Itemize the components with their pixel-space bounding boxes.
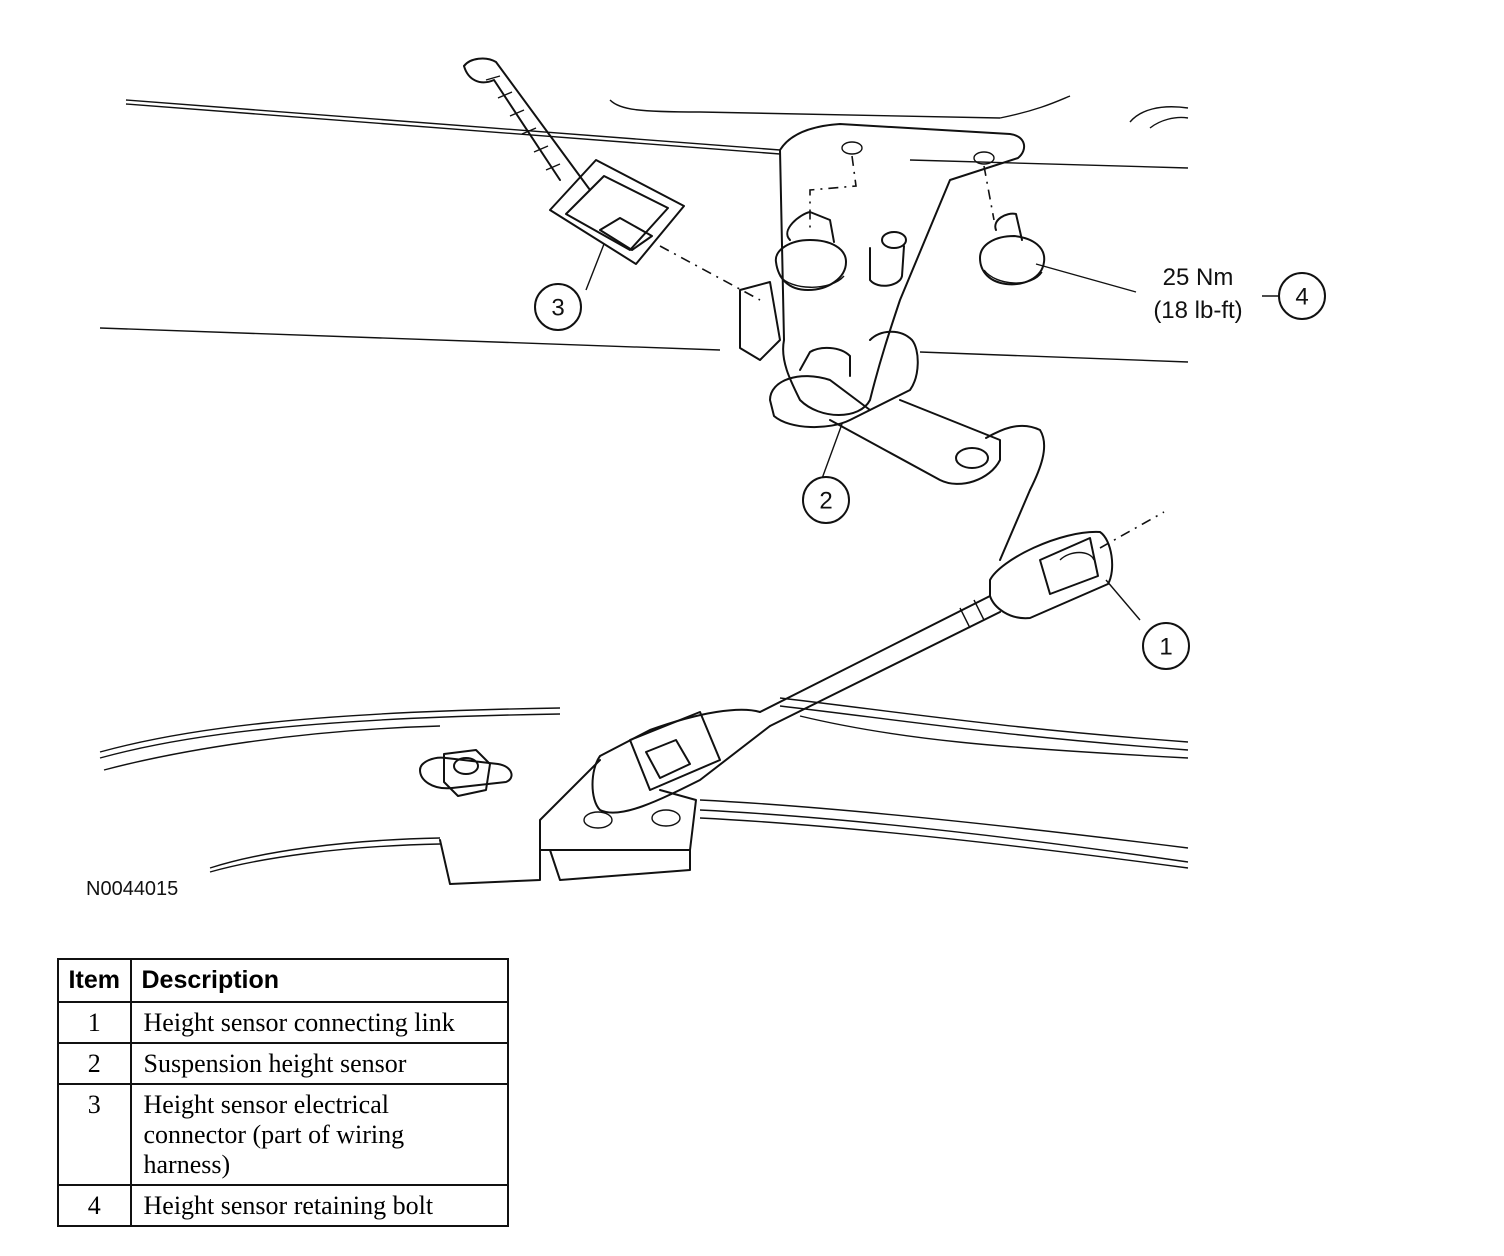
- wiring-harness: [463, 57, 591, 191]
- figure-id: N0044015: [86, 878, 179, 900]
- callout-3: 3: [534, 283, 582, 331]
- svg-text:2: 2: [819, 488, 832, 515]
- legend-header-row: Item Description: [57, 958, 509, 1003]
- retaining-bolt: [979, 212, 1137, 293]
- legend-item-number: 3: [57, 1083, 132, 1186]
- torque-metric: 25 Nm: [1163, 264, 1234, 291]
- legend-row: 4 Height sensor retaining bolt: [57, 1184, 509, 1227]
- legend-item-description: Height sensor retaining bolt: [129, 1184, 509, 1227]
- callout-4: 4: [1278, 272, 1326, 320]
- height-sensor-illustration: 1 2 3 4 25 Nm (18 lb-ft): [99, 57, 1326, 885]
- svg-text:4: 4: [1295, 284, 1308, 311]
- legend-row: 2 Suspension height sensor: [57, 1042, 509, 1085]
- svg-text:1: 1: [1159, 634, 1172, 661]
- electrical-connector: [549, 159, 761, 301]
- callout-1: 1: [1142, 622, 1190, 670]
- callout-2-leader: [819, 423, 843, 485]
- legend-item-number: 2: [57, 1042, 132, 1085]
- torque-imperial: (18 lb-ft): [1153, 297, 1242, 324]
- legend-row: 1 Height sensor connecting link: [57, 1001, 509, 1044]
- legend-header-description: Description: [129, 958, 509, 1003]
- legend-item-description: Suspension height sensor: [129, 1042, 509, 1085]
- callout-2: 2: [802, 476, 850, 524]
- legend-item-number: 4: [57, 1184, 132, 1227]
- legend-item-description: Height sensor electrical connector (part…: [129, 1083, 509, 1186]
- legend-item-description: Height sensor connecting link: [129, 1001, 509, 1044]
- nut: [419, 749, 513, 797]
- callout-3-leader: [585, 243, 605, 291]
- legend-row: 3 Height sensor electrical connector (pa…: [57, 1083, 509, 1186]
- legend-item-number: 1: [57, 1001, 132, 1044]
- connecting-link: [439, 489, 1165, 885]
- legend-header-item: Item: [57, 958, 132, 1003]
- height-sensor-bracket: [739, 123, 1046, 491]
- frame-rail-lines: [99, 95, 1189, 873]
- svg-text:3: 3: [551, 295, 564, 322]
- legend-table: Item Description 1 Height sensor connect…: [57, 958, 509, 1227]
